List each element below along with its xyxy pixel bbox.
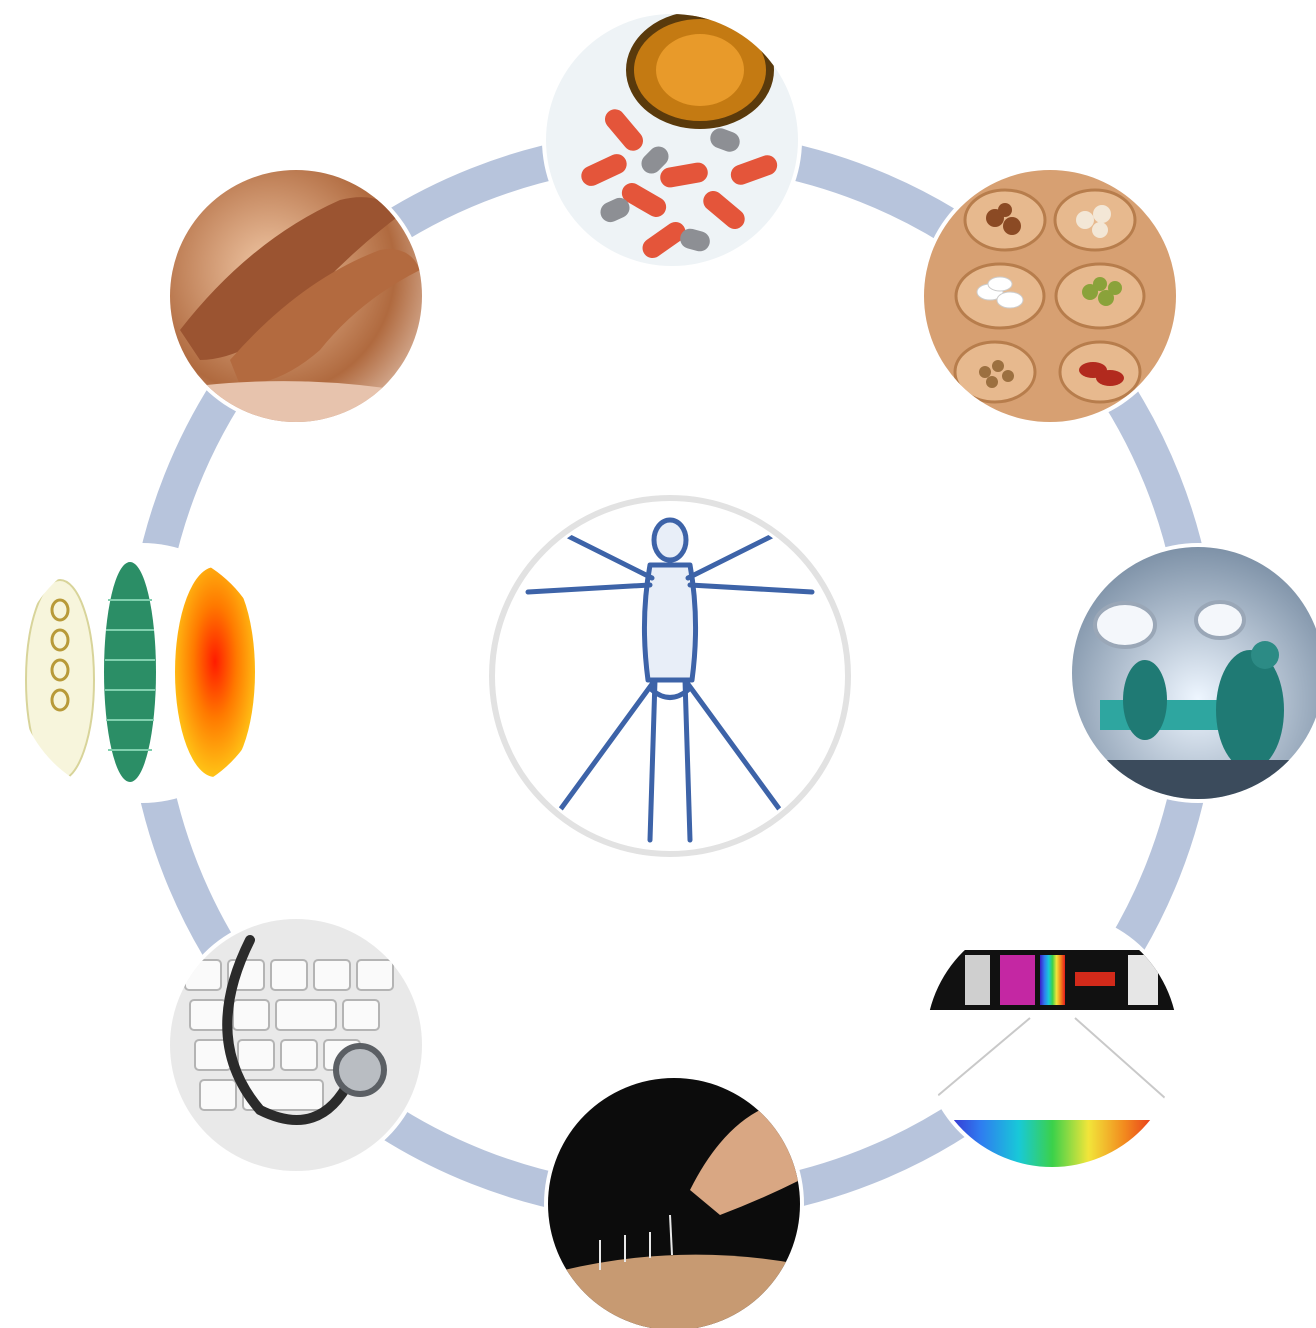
- node-surgery-right: [1068, 543, 1316, 803]
- node-acupuncture-bottom: [544, 1074, 804, 1328]
- node-telemedicine-lower-left: [166, 915, 426, 1175]
- stethoscope-keyboard-icon: [170, 919, 422, 1171]
- vitruvian-man-icon: [525, 517, 815, 843]
- body-field-figure-icon: [16, 547, 268, 799]
- pill-capsules-icon: [546, 14, 798, 266]
- node-biofield-left: [12, 543, 272, 803]
- node-pills-top: [542, 10, 802, 270]
- node-spectrum-lower-right: [922, 911, 1182, 1171]
- node-herbs-upper-right: [920, 166, 1180, 426]
- center-node-vitruvian-man: [489, 495, 851, 857]
- massage-hands-icon: [170, 170, 422, 422]
- node-massage-upper-left: [166, 166, 426, 426]
- acupuncture-needles-icon: [548, 1078, 800, 1328]
- herbal-bowls-icon: [924, 170, 1176, 422]
